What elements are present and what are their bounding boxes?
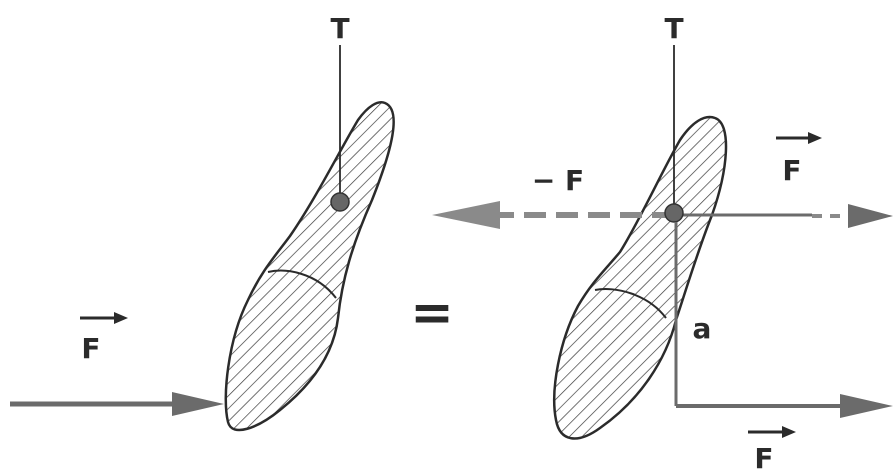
right-body-shape (553, 115, 728, 440)
equals-sign: = (410, 283, 454, 343)
neg-F-arrow-head (432, 201, 500, 229)
left-F-vector-arrowhead (114, 312, 128, 324)
bottom-F-vector-arrowhead (782, 426, 796, 438)
right-body-joint-line (594, 288, 667, 319)
left-F-label: F (81, 332, 100, 365)
top-F-vector-arrowhead (808, 132, 822, 144)
neg-F-label: − F (532, 164, 584, 197)
left-T-label: T (330, 12, 349, 45)
left-force-arrow-head (172, 392, 224, 416)
left-body-shape (224, 101, 395, 432)
left-body-joint-line (267, 269, 337, 299)
left-center-point (330, 192, 350, 212)
bottom-F-arrow-head (840, 394, 893, 418)
top-F-label: F (782, 154, 801, 187)
bottom-F-label: F (754, 442, 773, 473)
left-body (224, 101, 395, 432)
right-T-label: T (664, 12, 683, 45)
right-center-point (664, 203, 684, 223)
top-F-arrow-head (848, 204, 893, 228)
right-body (553, 115, 728, 440)
distance-a-label: a (693, 312, 712, 345)
